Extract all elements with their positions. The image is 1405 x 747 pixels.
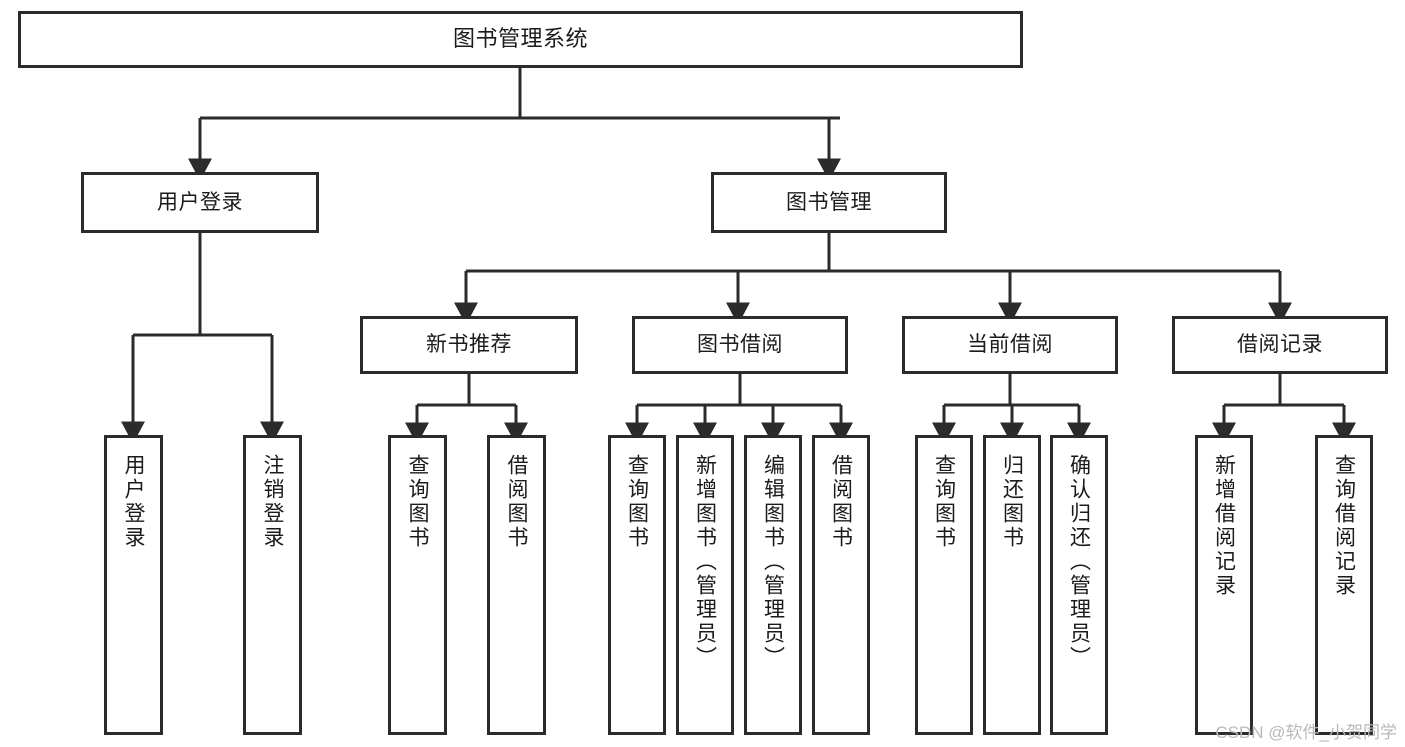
node-leaf-query-book-1-label: 查询图书 [406,454,429,550]
node-user-login[interactable]: 用户登录 [81,172,319,233]
node-root[interactable]: 图书管理系统 [18,11,1023,68]
node-leaf-confirm-return[interactable]: 确认归还（管理员） [1050,435,1108,735]
node-book-manage-label: 图书管理 [786,190,872,214]
node-borrow-record[interactable]: 借阅记录 [1172,316,1388,374]
node-leaf-user-login[interactable]: 用户登录 [104,435,163,735]
node-leaf-add-record-label: 新增借阅记录 [1212,454,1236,598]
node-leaf-query-book-1[interactable]: 查询图书 [388,435,447,735]
node-user-login-label: 用户登录 [157,190,243,214]
node-new-book-recommend-label: 新书推荐 [426,333,512,357]
node-leaf-edit-book[interactable]: 编辑图书（管理员） [744,435,802,735]
node-current-borrow[interactable]: 当前借阅 [902,316,1118,374]
node-leaf-borrow-book-1[interactable]: 借阅图书 [487,435,546,735]
node-book-borrow-label: 图书借阅 [697,333,783,357]
node-root-label: 图书管理系统 [452,26,588,52]
node-leaf-query-book-3-label: 查询图书 [932,454,956,550]
node-leaf-query-book-3[interactable]: 查询图书 [915,435,973,735]
node-leaf-borrow-book-2[interactable]: 借阅图书 [812,435,870,735]
node-leaf-logout[interactable]: 注销登录 [243,435,302,735]
node-leaf-query-record-label: 查询借阅记录 [1332,454,1356,598]
node-leaf-return-book[interactable]: 归还图书 [983,435,1041,735]
node-leaf-user-login-label: 用户登录 [122,454,145,550]
node-leaf-query-book-2-label: 查询图书 [625,454,649,550]
node-leaf-edit-book-label: 编辑图书（管理员） [761,454,785,670]
node-leaf-confirm-return-label: 确认归还（管理员） [1067,454,1091,670]
node-leaf-borrow-book-2-label: 借阅图书 [829,454,853,550]
node-book-manage[interactable]: 图书管理 [711,172,947,233]
node-leaf-borrow-book-1-label: 借阅图书 [505,454,528,550]
node-leaf-add-book[interactable]: 新增图书（管理员） [676,435,734,735]
node-leaf-return-book-label: 归还图书 [1000,454,1024,550]
node-leaf-add-record[interactable]: 新增借阅记录 [1195,435,1253,735]
node-current-borrow-label: 当前借阅 [967,333,1053,357]
node-leaf-query-record[interactable]: 查询借阅记录 [1315,435,1373,735]
node-leaf-query-book-2[interactable]: 查询图书 [608,435,666,735]
node-borrow-record-label: 借阅记录 [1237,333,1323,357]
node-leaf-add-book-label: 新增图书（管理员） [693,454,717,670]
node-new-book-recommend[interactable]: 新书推荐 [360,316,578,374]
node-book-borrow[interactable]: 图书借阅 [632,316,848,374]
node-leaf-logout-label: 注销登录 [261,454,284,550]
